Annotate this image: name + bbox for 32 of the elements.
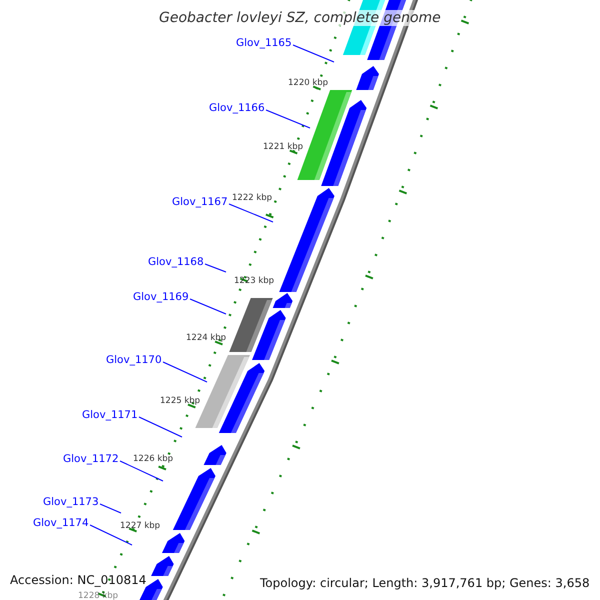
scale-label: 1228 kbp xyxy=(78,592,118,600)
gene-label: Glov_1170 xyxy=(106,354,162,365)
scale-label: 1227 kbp xyxy=(120,522,160,530)
leader-line xyxy=(292,44,334,62)
gene-label: Glov_1171 xyxy=(82,410,138,420)
gene-label: Glov_1168 xyxy=(148,256,204,267)
gene-label: Glov_1174 xyxy=(33,518,89,528)
scale-label: 1221 kbp xyxy=(263,142,304,151)
leader-line xyxy=(190,298,226,314)
leader-line xyxy=(228,204,274,222)
leader-line xyxy=(138,416,182,438)
scale-label: 1222 kbp xyxy=(232,194,272,202)
genome-info-text: Topology: circular; Length: 3,917,761 bp; Genes: 3,658 xyxy=(260,577,590,589)
gene-label: Glov_1166 xyxy=(209,102,265,113)
title: Geobacter lovleyi SZ, complete genome xyxy=(157,10,443,26)
gene-label: Glov_1167 xyxy=(172,196,228,207)
leader-line xyxy=(100,504,122,514)
scale-label: 1225 kbp xyxy=(160,396,200,405)
leader-line xyxy=(90,524,132,546)
scale-label: 1226 kbp xyxy=(133,454,174,463)
scale-label: 1224 kbp xyxy=(186,334,226,342)
accession-text: Accession: NC_010814 xyxy=(10,574,146,586)
scale-label: 1223 kbp xyxy=(234,276,274,285)
leader-line xyxy=(120,460,164,482)
gene-label: Glov_1172 xyxy=(63,454,119,464)
gene-label: Glov_1165 xyxy=(236,38,292,48)
gene-label: Glov_1173 xyxy=(43,496,99,507)
leader-line xyxy=(204,264,226,272)
scale-label: 1220 kbp xyxy=(288,78,328,87)
leader-line xyxy=(162,362,208,382)
gene-label: Glov_1169 xyxy=(133,292,189,302)
leader-line xyxy=(266,110,310,128)
